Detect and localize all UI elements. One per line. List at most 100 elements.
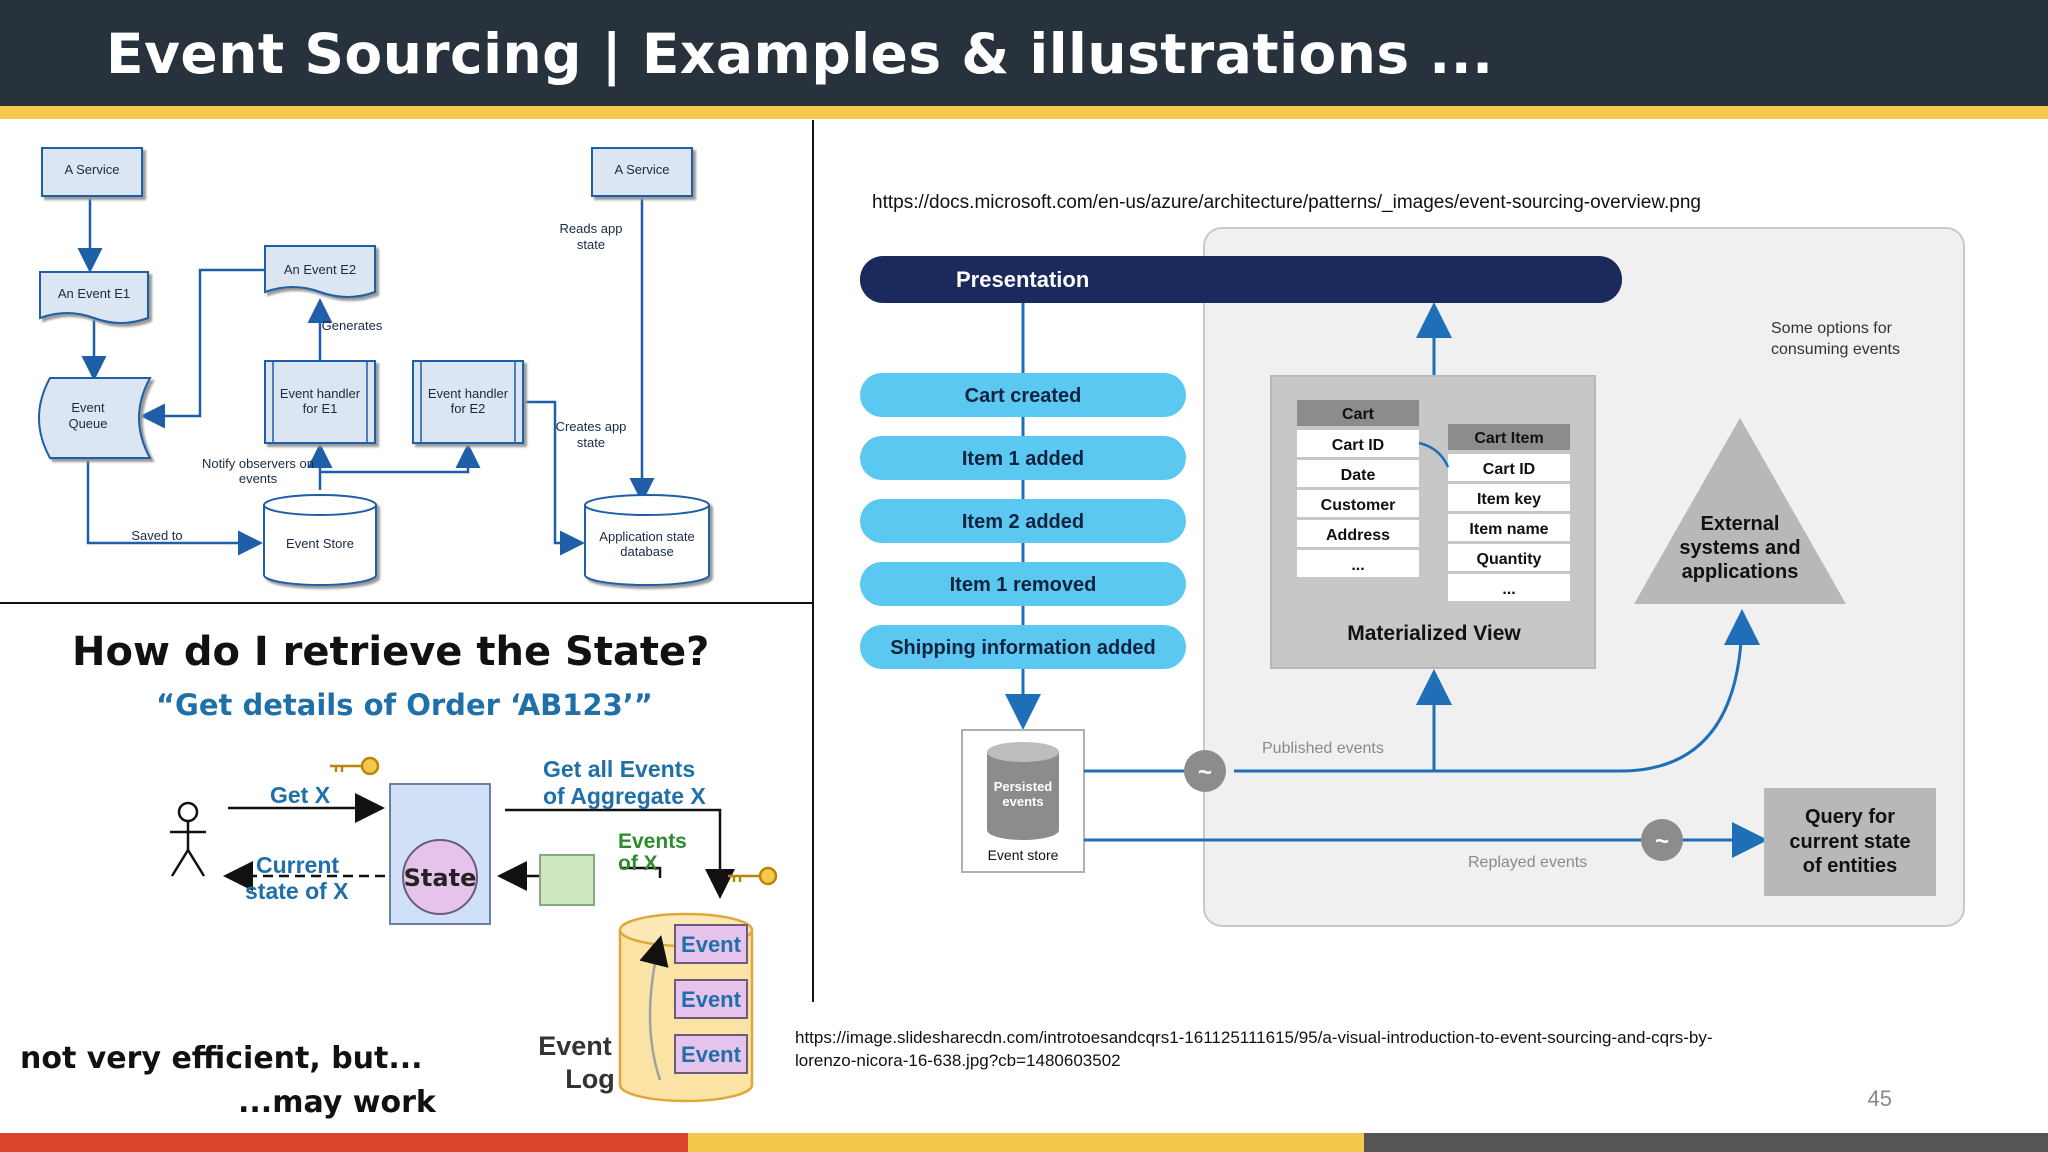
event-e2-shape	[264, 245, 376, 298]
vertical-divider	[812, 120, 814, 1002]
cart-item-field-3: Quantity	[1477, 551, 1542, 568]
cart-field-1: Date	[1341, 467, 1376, 484]
slide-header	[0, 0, 2048, 106]
handler-e2-box	[412, 360, 524, 444]
persisted-events-cylinder	[987, 742, 1059, 840]
handler-e1-label-2: for E1	[303, 401, 338, 416]
source-url-top[interactable]: https://docs.microsoft.com/en-us/azure/a…	[872, 192, 1701, 213]
horizontal-divider	[0, 602, 813, 604]
current-state-label-1: Current	[256, 852, 339, 878]
header-accent-bar	[0, 106, 2048, 119]
presentation-label: Presentation	[956, 267, 1089, 292]
sketch-heading: How do I retrieve the State?	[72, 629, 709, 675]
event-store-label: Event store	[988, 847, 1059, 863]
creates-label-1: Creates app	[556, 419, 627, 434]
replayed-events-label: Replayed events	[1468, 854, 1587, 871]
query-state-box	[1764, 788, 1936, 896]
cart-field-2: Customer	[1321, 497, 1396, 514]
key-icon	[330, 756, 380, 776]
event-queue-label-1: Event	[71, 400, 105, 415]
state-label: State	[404, 864, 477, 892]
query-label-1: Query for	[1805, 806, 1895, 828]
note-line-1: not very efficient, but...	[20, 1041, 423, 1076]
event-queue-shape	[38, 377, 152, 459]
event-label-item1-added: Item 1 added	[962, 448, 1084, 470]
sketch-subheading: “Get details of Order ‘AB123’”	[156, 688, 653, 722]
slide-title: Event Sourcing | Examples & illustration…	[106, 22, 1494, 86]
creates-label-2: state	[577, 435, 605, 450]
notify-label-2: events	[239, 471, 278, 486]
event-box-1	[674, 924, 748, 964]
get-all-events-label-1: Get all Events	[543, 756, 695, 782]
cart-item-header-label: Cart Item	[1474, 430, 1543, 447]
events-of-x-label-1: Events	[618, 830, 687, 853]
event-label-1: Event	[681, 932, 742, 957]
get-all-events-label-2: of Aggregate X	[543, 783, 706, 809]
a-service-right-box	[591, 147, 693, 197]
event-pill-2	[860, 436, 1186, 480]
key-icon-2	[728, 866, 778, 886]
events-of-x-label-2: of X	[618, 852, 658, 875]
event-pill-4	[860, 562, 1186, 606]
app-db-label-1: Application state	[599, 529, 694, 544]
external-label-1: External	[1701, 513, 1780, 535]
persisted-label-1: Persisted	[994, 779, 1053, 794]
notify-label-1: Notify observers on	[202, 456, 314, 471]
note-line-2: ...may work	[238, 1085, 437, 1120]
some-options-label-1: Some options for	[1771, 320, 1893, 337]
persisted-label-2: events	[1002, 794, 1043, 809]
replayed-connector-icon	[1641, 819, 1683, 861]
current-state-label-2: state of X	[245, 878, 349, 904]
event-label-3: Event	[681, 1042, 742, 1067]
event-e2-label: An Event E2	[284, 262, 356, 277]
event-e1-shape	[39, 271, 149, 324]
a-service-left-label: A Service	[65, 162, 120, 177]
handler-e1-label-1: Event handler	[280, 386, 361, 401]
user-stick-figure	[170, 801, 206, 877]
app-db-cylinder	[584, 505, 710, 586]
footer-bar-red	[0, 1133, 688, 1152]
a-service-left-box	[41, 147, 143, 197]
svg-text:~: ~	[1198, 759, 1212, 786]
svg-text:~: ~	[1655, 828, 1669, 855]
event-queue-label-2: Queue	[68, 416, 107, 431]
external-systems-triangle	[1634, 418, 1846, 604]
source-url-bottom-1[interactable]: https://image.slidesharecdn.com/introtoe…	[795, 1028, 1713, 1047]
cart-item-field-1: Item key	[1477, 491, 1541, 508]
event-label-shipping: Shipping information added	[890, 637, 1156, 659]
handler-e2-label-1: Event handler	[428, 386, 509, 401]
get-x-label: Get X	[270, 782, 331, 808]
event-label-2: Event	[681, 987, 742, 1012]
cart-field-4: ...	[1351, 557, 1364, 574]
event-label-cart-created: Cart created	[965, 385, 1082, 407]
cart-item-table-header	[1448, 424, 1570, 450]
event-store-label: Event Store	[286, 536, 354, 551]
cart-header-label: Cart	[1342, 406, 1375, 423]
query-label-3: of entities	[1803, 855, 1897, 877]
presentation-bar	[860, 256, 1622, 303]
event-pill-3	[860, 499, 1186, 543]
reads-label-2: state	[577, 237, 605, 252]
event-log-label-1: Event	[538, 1031, 612, 1061]
external-label-3: applications	[1682, 561, 1799, 583]
event-box-2	[674, 979, 748, 1019]
published-events-label: Published events	[1262, 740, 1384, 757]
event-pill-1	[860, 373, 1186, 417]
cart-item-field-2: Item name	[1469, 521, 1548, 538]
event-e1-label: An Event E1	[58, 286, 130, 301]
handler-e1-box	[264, 360, 376, 444]
source-url-bottom-2[interactable]: lorenzo-nicora-16-638.jpg?cb=1480603502	[795, 1051, 1121, 1070]
some-options-label-2: consuming events	[1771, 341, 1900, 358]
retrieve-state-sketch: How do I retrieve the State? “Get detail…	[20, 629, 778, 1120]
published-connector-icon	[1184, 750, 1226, 792]
event-label-item1-removed: Item 1 removed	[950, 574, 1097, 596]
event-label-item2-added: Item 2 added	[962, 511, 1084, 533]
saved-to-label: Saved to	[131, 528, 182, 543]
footer-bar-gold	[688, 1133, 1364, 1152]
event-pill-5	[860, 625, 1186, 669]
app-db-label-2: database	[620, 544, 674, 559]
event-store-cylinder	[263, 505, 377, 586]
cart-table-header	[1297, 400, 1419, 426]
materialized-view-label: Materialized View	[1347, 622, 1521, 645]
cart-field-0: Cart ID	[1332, 437, 1384, 454]
